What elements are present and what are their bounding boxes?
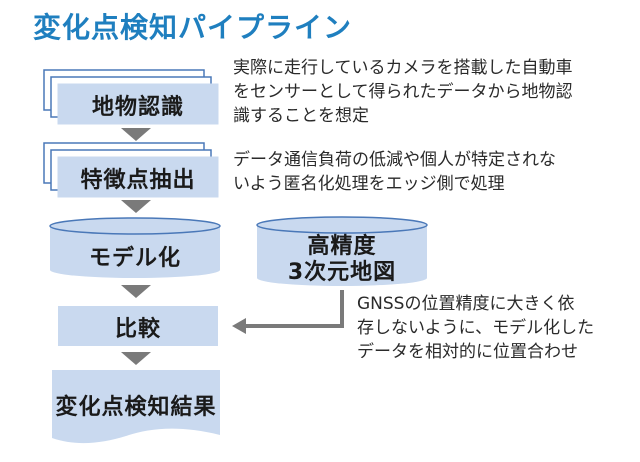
note-line: いよう匿名化処理をエッジ側で処理	[233, 174, 505, 194]
comparison-label: 比較	[114, 317, 161, 342]
arrow-down-2	[121, 200, 151, 213]
comparison-box	[58, 306, 218, 346]
note-line: をセンサーとして得られたデータから地物認	[233, 82, 573, 102]
comparison-note: GNSSの位置精度に大きく依 存しないように、モデル化した データを相対的に位置…	[357, 292, 594, 364]
arrow-map-to-comparison	[232, 290, 344, 334]
recognition-box	[43, 69, 219, 125]
recognition-note: 実際に走行しているカメラを搭載した自動車 をセンサーとして得られたデータから地物…	[233, 56, 573, 128]
hd-map-label-line1: 高精度	[307, 234, 377, 259]
result-label: 変化点検知結果	[55, 395, 217, 420]
note-line: 存しないように、モデル化した	[357, 318, 595, 338]
note-line: データ通信負荷の低減や個人が特定されな	[233, 150, 556, 170]
note-line: データを相対的に位置合わせ	[357, 342, 578, 362]
arrow-down-3	[121, 285, 151, 298]
feature-extraction-note: データ通信負荷の低減や個人が特定されな いよう匿名化処理をエッジ側で処理	[233, 148, 556, 196]
hd-map-cylinder	[256, 216, 428, 286]
hd-map-label-line2: 3次元地図	[287, 260, 397, 285]
modeling-cylinder	[49, 217, 221, 278]
note-line: 識することを想定	[233, 106, 369, 126]
page-title: 変化点検知パイプライン	[33, 11, 353, 44]
arrow-down-1	[121, 128, 151, 141]
note-line: 実際に走行しているカメラを搭載した自動車	[233, 58, 573, 78]
result-document	[52, 370, 220, 444]
arrow-down-4	[121, 352, 151, 365]
feature-extraction-box	[43, 142, 219, 198]
modeling-label: モデル化	[88, 246, 181, 271]
note-line: GNSSの位置精度に大きく依	[357, 294, 575, 314]
feature-extraction-label: 特徴点抽出	[80, 168, 196, 193]
recognition-label: 地物認識	[91, 95, 184, 120]
